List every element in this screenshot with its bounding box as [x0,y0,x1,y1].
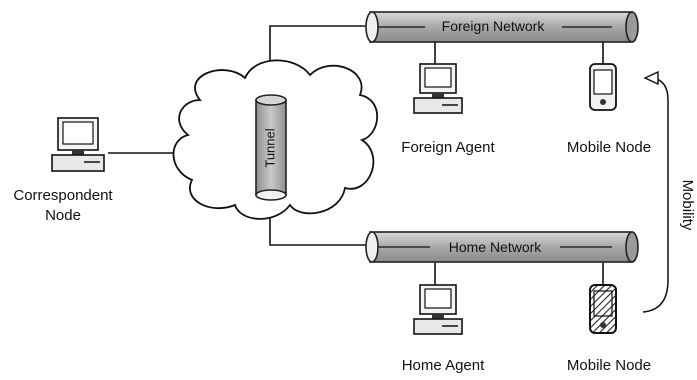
computer-base [413,318,463,335]
pda-screen [593,69,613,95]
computer-icon [413,284,463,335]
foreign-agent-label: Foreign Agent [401,139,495,156]
computer-icon [51,117,105,172]
pda-screen [593,290,613,317]
pda-button [600,322,606,328]
mobile-node-home-label: Mobile Node [567,357,651,374]
mobility-label: Mobility [679,180,696,231]
tunnel-bottom-end [255,189,287,201]
computer-base [413,97,463,114]
correspondent-node-label-line2: Node [45,207,81,224]
computer-screen [424,67,452,88]
home-agent-label: Home Agent [402,357,485,374]
computer-stand [72,150,84,155]
home-network-pipe-left-end [365,231,379,263]
pda-button [600,99,606,105]
computer-stand [432,93,444,98]
computer-screen [424,288,452,309]
computer-icon [413,63,463,114]
foreign-network-pipe-left-end [365,11,379,43]
home-network-pipe-right-end [625,231,639,263]
home-network-pipe: Home Network [365,231,639,263]
foreign-network-label: Foreign Network [442,18,546,34]
pda-icon [589,63,617,111]
tunnel-label: Tunnel [262,128,277,167]
tunnel-top-end [255,94,287,106]
tunnel: Tunnel [255,94,287,201]
computer-base [51,154,105,172]
foreign-network-pipe: Foreign Network [365,11,639,43]
pda-icon [589,284,617,334]
mobility-arrowhead [643,70,659,86]
foreign-network-pipe-right-end [625,11,639,43]
computer-screen [62,121,94,145]
correspondent-node-label-line1: Correspondent [13,187,113,204]
home-network-label: Home Network [449,239,543,255]
arrow-icon [642,70,669,313]
computer-stand [432,314,444,319]
mobility-arrow-path [642,77,669,313]
mobile-node-foreign-label: Mobile Node [567,139,651,156]
